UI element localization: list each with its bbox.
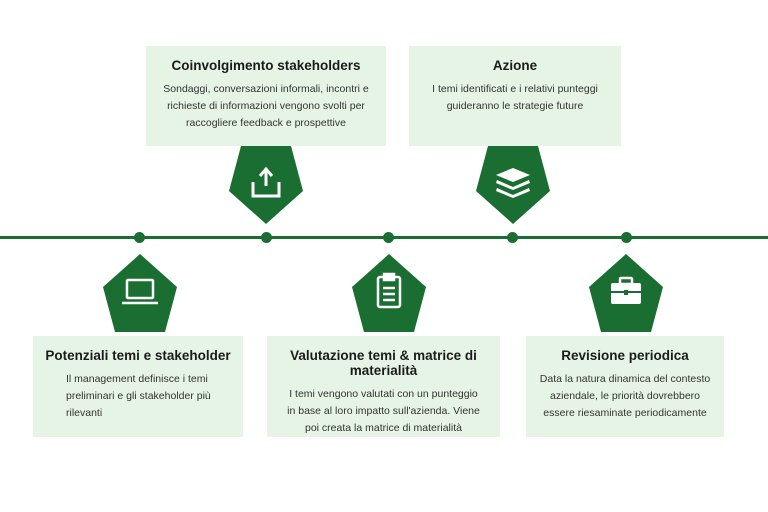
step-description: Sondaggi, conversazioni informali, incon…: [163, 83, 369, 129]
step-title: Revisione periodica: [561, 348, 689, 363]
step-badge-coinvolgimento: [229, 146, 303, 224]
step-card-azione: Azione I temi identificati e i relativi …: [409, 46, 621, 146]
step-card-potenziali: Potenziali temi e stakeholder Il managem…: [33, 336, 243, 437]
timeline-dot: [507, 232, 518, 243]
step-title: Azione: [492, 58, 538, 73]
layers-icon: [496, 168, 530, 198]
upload-tray-icon: [251, 166, 281, 198]
step-badge-revisione: [589, 254, 663, 332]
step-badge-potenziali: [103, 254, 177, 332]
briefcase-icon: [611, 276, 641, 304]
step-badge-azione: [476, 146, 550, 224]
step-title: Potenziali temi e stakeholder: [45, 348, 231, 363]
step-badge-valutazione: [352, 254, 426, 332]
timeline-dot: [383, 232, 394, 243]
step-card-revisione: Revisione periodica Data la natura dinam…: [526, 336, 724, 437]
step-title: Valutazione temi & matrice di materialit…: [290, 348, 477, 378]
step-description: I temi identificati e i relativi puntegg…: [432, 83, 598, 112]
timeline-dot: [261, 232, 272, 243]
step-description: I temi vengono valutati con un punteggio…: [287, 388, 480, 434]
step-title: Coinvolgimento stakeholders: [171, 58, 361, 73]
timeline-dot: [621, 232, 632, 243]
step-card-coinvolgimento: Coinvolgimento stakeholders Sondaggi, co…: [146, 46, 386, 146]
step-description: Il management definisce i temi prelimina…: [66, 373, 211, 419]
laptop-icon: [122, 278, 158, 305]
step-description: Data la natura dinamica del contesto azi…: [539, 373, 711, 419]
clipboard-icon: [376, 272, 402, 309]
timeline-dot: [134, 232, 145, 243]
step-card-valutazione: Valutazione temi & matrice di materialit…: [267, 336, 500, 437]
